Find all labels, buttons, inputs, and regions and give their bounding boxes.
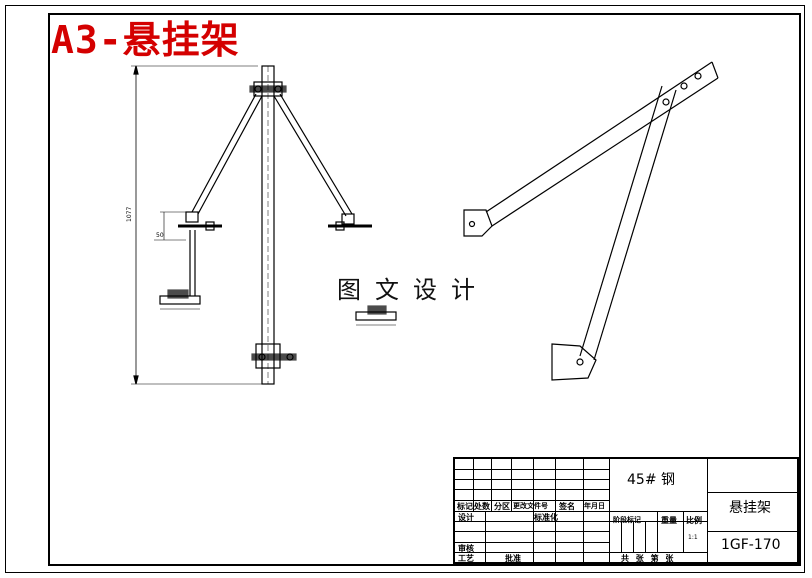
strut-edge-right: [593, 89, 677, 361]
tb-line: [455, 511, 609, 512]
header-date: 年月日: [584, 502, 605, 510]
material-text: 45# 钢: [627, 472, 675, 488]
header-process: 工艺: [458, 554, 474, 563]
header-mark: 标记: [457, 502, 473, 511]
top-clamp-nut-left: [254, 85, 262, 93]
tb-line: [455, 531, 609, 532]
title-block: 45# 钢 悬挂架 1GF-170 1:1 标记 处数 分区 更改文件号 签名 …: [453, 457, 799, 564]
upper-mount-hole: [468, 220, 476, 228]
dimension-arrow-bottom: [133, 375, 139, 385]
scale-value-text: 1:1: [688, 534, 698, 541]
tb-line: [707, 492, 799, 493]
header-stage-mark: 阶段标记: [613, 516, 641, 524]
part-number-text: 1GF-170: [721, 537, 781, 553]
dimension-arrow-top: [133, 65, 139, 75]
tb-line: [609, 511, 707, 512]
header-scale: 比例: [686, 516, 702, 525]
lower-mount-hole: [576, 358, 584, 366]
right-arm-inner: [273, 95, 347, 217]
top-clamp-nut-right: [274, 85, 282, 93]
tb-line: [621, 521, 622, 552]
right-arm-outer: [279, 93, 353, 215]
left-crossbar-nut: [205, 221, 215, 231]
header-zone: 分区: [494, 502, 510, 511]
drawing-frame: [48, 13, 801, 566]
bottom-clamp-nut-left: [258, 353, 266, 361]
upper-arm-edge-top: [485, 61, 713, 213]
upper-arm-hole-1: [694, 72, 702, 80]
tb-line: [633, 521, 634, 552]
tb-line: [455, 489, 609, 490]
tb-line: [683, 511, 684, 552]
right-base-bolt: [367, 305, 387, 315]
header-weight: 重量: [661, 516, 677, 525]
lower-mount-tab: [551, 343, 597, 381]
upper-mount-tab: [463, 209, 493, 237]
watermark-text: 图文设计: [335, 270, 491, 305]
header-review: 审核: [458, 544, 474, 553]
right-crossbar-nut: [335, 221, 345, 231]
header-approve: 批准: [505, 554, 521, 563]
side-view: [463, 61, 719, 381]
upper-arm-end: [711, 61, 719, 79]
bottom-clamp-bolt: [251, 353, 297, 361]
tb-line: [455, 479, 609, 480]
tb-line: [455, 542, 609, 543]
tb-line: [455, 521, 609, 522]
right-hinge: [341, 213, 355, 225]
sheet-title: A3-悬挂架: [51, 18, 240, 62]
left-base-bolt: [167, 289, 189, 299]
tb-line: [657, 511, 658, 552]
left-arm-outer: [191, 93, 257, 213]
strut-top-hole: [662, 98, 670, 106]
left-arm-inner: [197, 95, 263, 215]
tb-line: [707, 459, 708, 564]
header-design: 设计: [458, 513, 474, 522]
tb-line: [491, 459, 492, 511]
tb-line: [455, 469, 609, 470]
tb-line: [455, 552, 609, 553]
left-hinge: [185, 211, 199, 223]
strut-edge-left: [579, 85, 663, 357]
front-view: [131, 65, 397, 385]
tb-line: [473, 459, 474, 511]
header-sheet-info: 共 张 第 张: [621, 554, 676, 563]
top-clamp-bolt: [249, 85, 287, 93]
header-signature: 签名: [559, 502, 575, 511]
upper-arm-hole-2: [680, 82, 688, 90]
tb-line: [609, 521, 707, 522]
tb-line: [455, 500, 609, 501]
header-count: 处数: [474, 502, 490, 511]
header-standardization: 标准化: [534, 513, 558, 522]
small-dimension-text: 50: [156, 232, 164, 239]
outer-border: [5, 5, 805, 573]
tb-line: [485, 511, 486, 564]
tb-line: [555, 459, 556, 564]
tb-line: [707, 531, 799, 532]
tb-line: [609, 459, 610, 564]
tb-line: [645, 521, 646, 552]
part-name-text: 悬挂架: [729, 500, 771, 516]
tb-line: [533, 459, 534, 564]
tb-line: [511, 459, 512, 511]
tb-line: [583, 459, 584, 564]
height-dimension-text: 1077: [126, 206, 133, 222]
tb-line: [609, 552, 707, 553]
bottom-clamp-nut-right: [286, 353, 294, 361]
header-change-doc: 更改文件号: [513, 502, 548, 510]
upper-arm-edge-bottom: [491, 77, 719, 227]
